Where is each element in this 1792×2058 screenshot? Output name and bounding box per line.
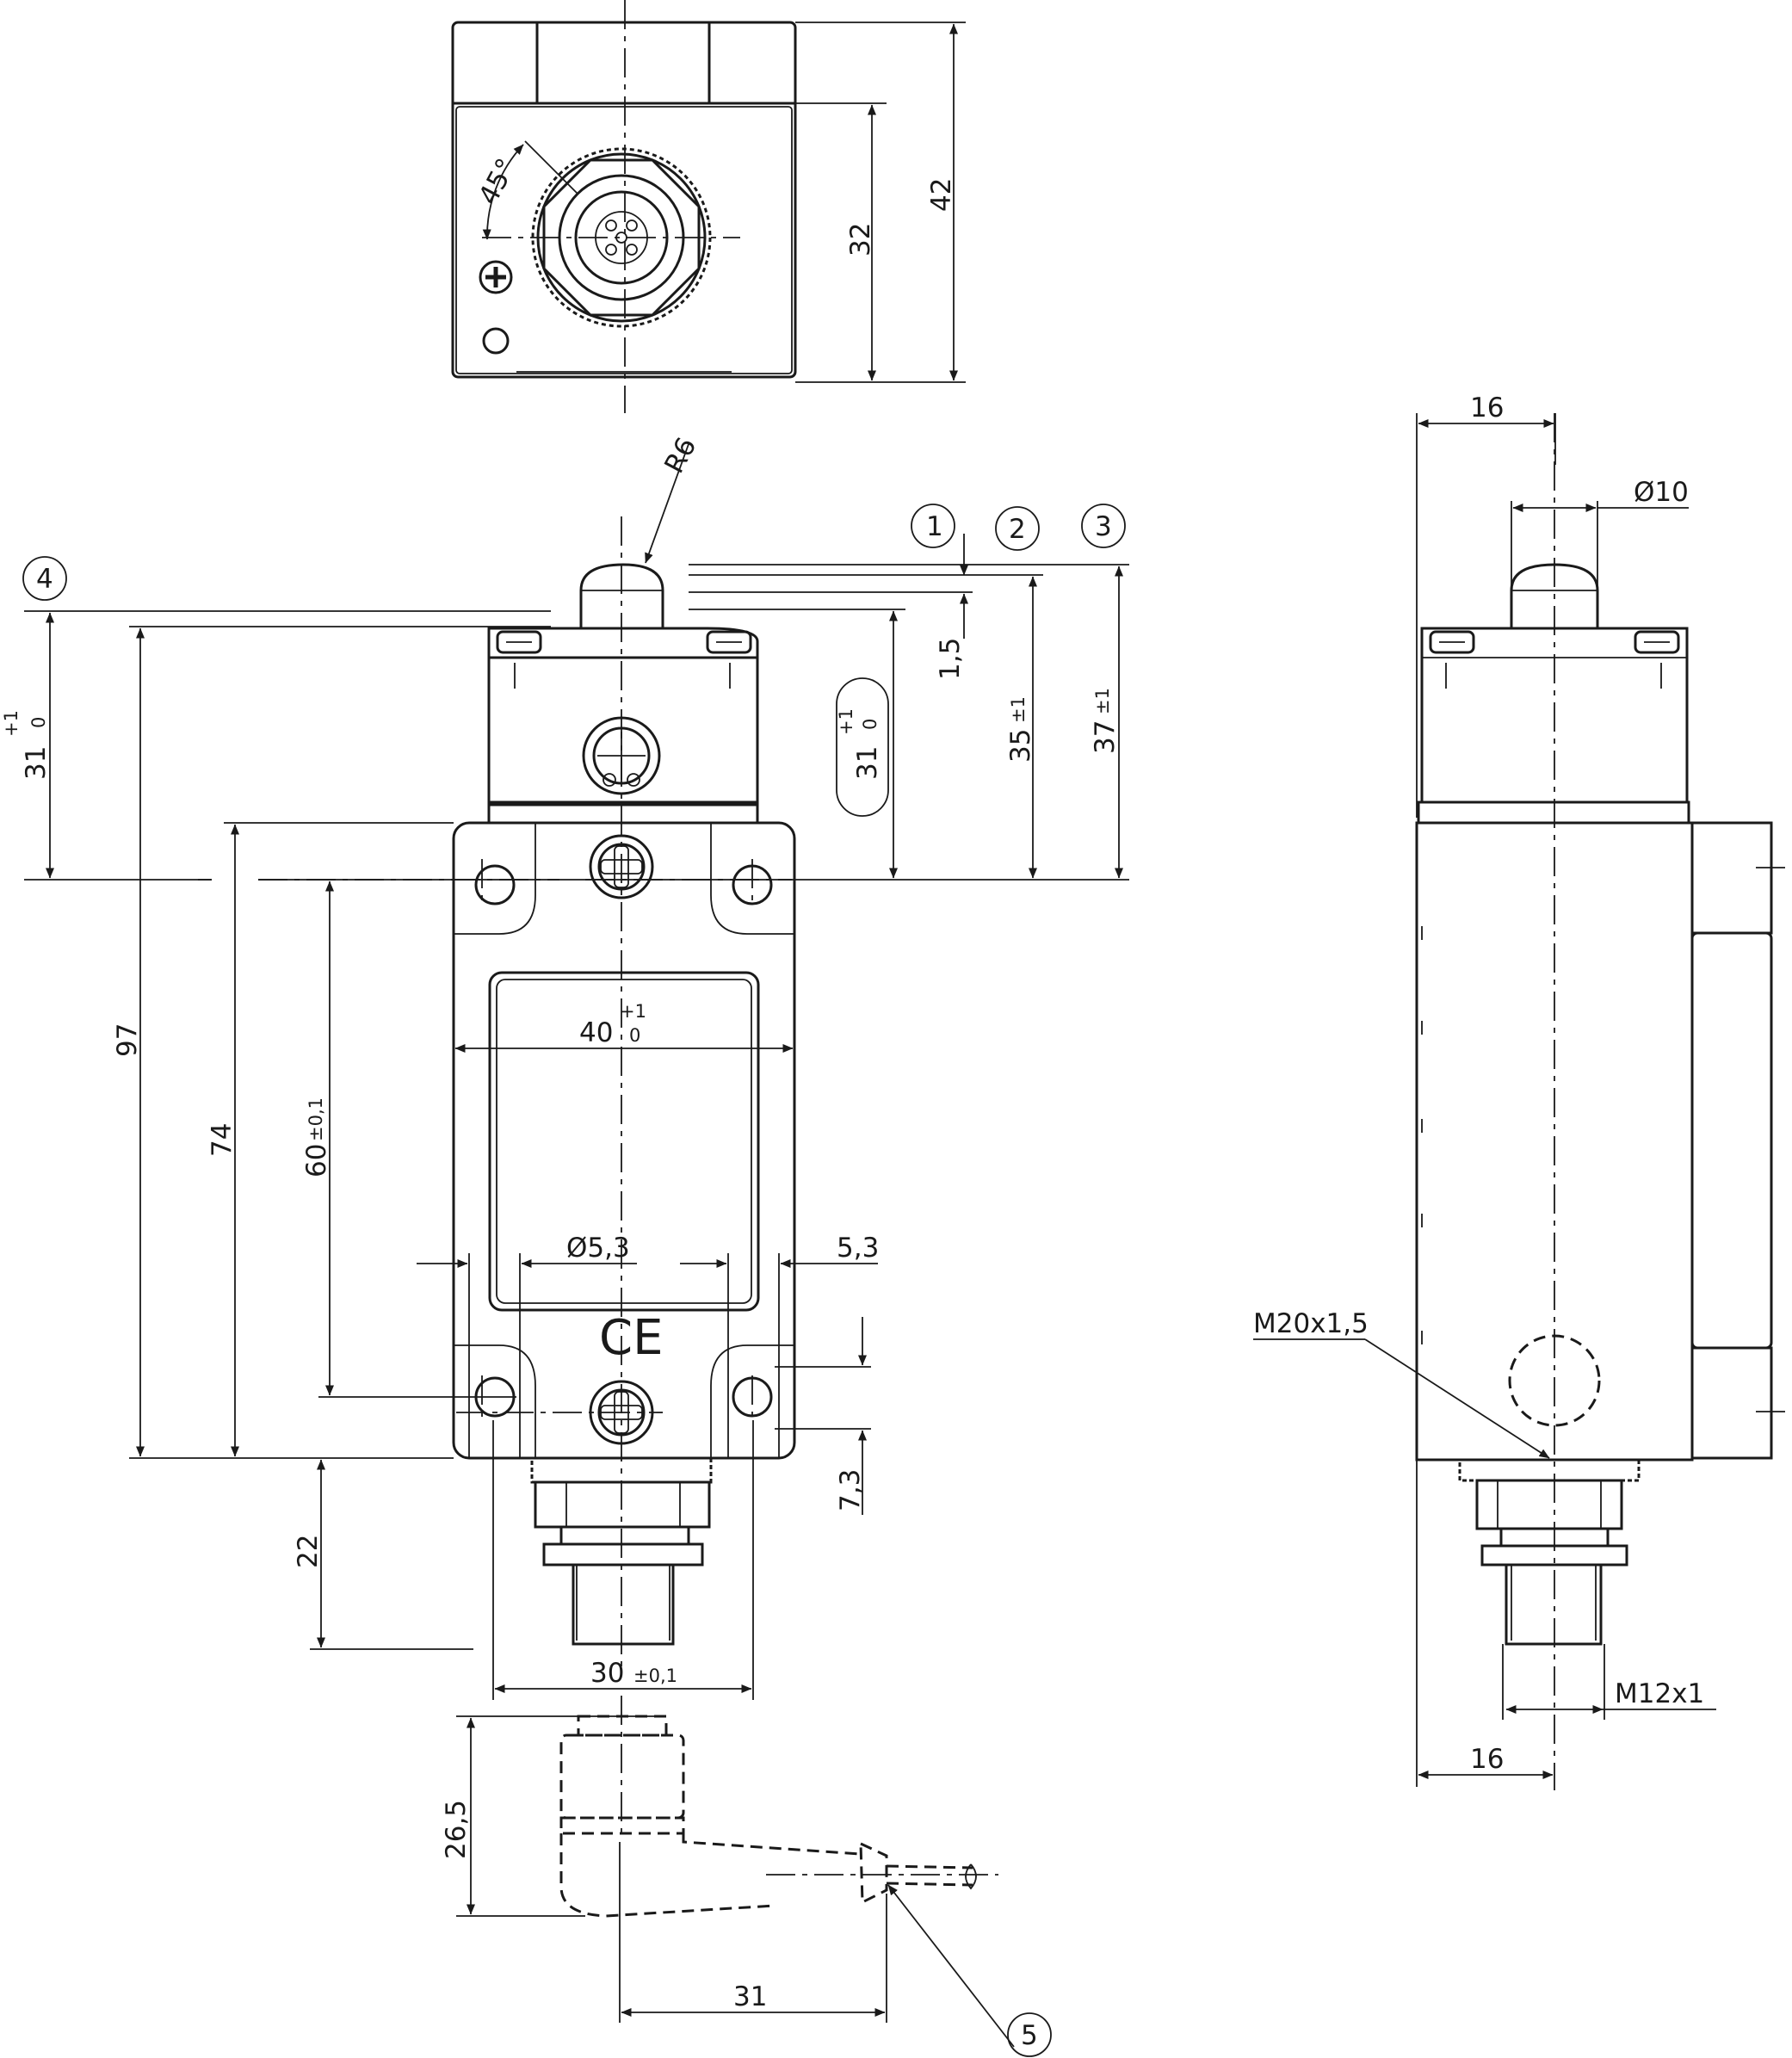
dim-35: 35 [1005,729,1036,763]
angle-label: 45° [473,153,522,209]
dim-37: 37 [1090,720,1121,754]
callout-5: 5 [1007,2012,1052,2057]
svg-text:4: 4 [36,564,53,595]
svg-text:+1: +1 [1,710,22,737]
thread-m20: M20x1,5 [1253,1308,1369,1339]
dim-16-top: 16 [1470,392,1504,423]
thread-m12: M12x1 [1615,1678,1704,1709]
svg-text:0: 0 [629,1025,640,1046]
svg-text:+1: +1 [836,708,856,735]
dim-42: 42 [926,178,957,212]
svg-text:0: 0 [28,717,49,728]
callout-3: 3 [1081,504,1126,548]
svg-text:±0,1: ±0,1 [306,1097,326,1141]
dim-31-bottom: 31 [733,1981,767,2012]
callout-4: 4 [22,556,67,601]
callout-2: 2 [995,506,1040,551]
dim-26-5: 26,5 [441,1800,472,1859]
svg-text:±1: ±1 [1092,688,1113,714]
dim-40: 40 [579,1017,613,1048]
svg-text:±1: ±1 [1008,696,1029,723]
radius-label: R6 [658,432,702,478]
ground-screw-icon [479,260,513,294]
dim-74: 74 [207,1123,238,1157]
dim-31-left: 31 [21,746,52,780]
dim-1-5: 1,5 [935,638,966,680]
dim-diameter-10: Ø10 [1634,477,1689,508]
svg-text:2: 2 [1009,514,1026,545]
ce-mark: CE [599,1310,663,1366]
svg-text:3: 3 [1095,511,1112,542]
side-view: 16 Ø10 M20x1,5 M12x1 16 [1253,392,1792,1790]
dim-16-bottom: 16 [1470,1744,1504,1775]
dim-diameter-5-3: Ø5,3 [566,1233,630,1264]
svg-text:0: 0 [860,719,881,730]
svg-text:+1: +1 [620,1001,646,1022]
dim-7-3: 7,3 [835,1469,866,1511]
svg-text:5: 5 [1021,2020,1038,2051]
dim-22: 22 [293,1535,324,1568]
svg-text:±0,1: ±0,1 [633,1666,677,1686]
callout-1: 1 [911,504,955,548]
dim-97: 97 [112,1023,143,1057]
dim-5-3: 5,3 [837,1233,879,1264]
angled-connector-option [559,1696,998,1918]
dim-31-pill: 31 [852,746,883,780]
svg-text:1: 1 [926,511,943,542]
dim-32: 32 [845,223,876,256]
top-view: 45° 32 42 [451,0,966,413]
dim-30: 30 [590,1658,624,1689]
front-view: CE R6 1 2 3 [1,432,1129,2057]
dim-60: 60 [301,1144,332,1177]
